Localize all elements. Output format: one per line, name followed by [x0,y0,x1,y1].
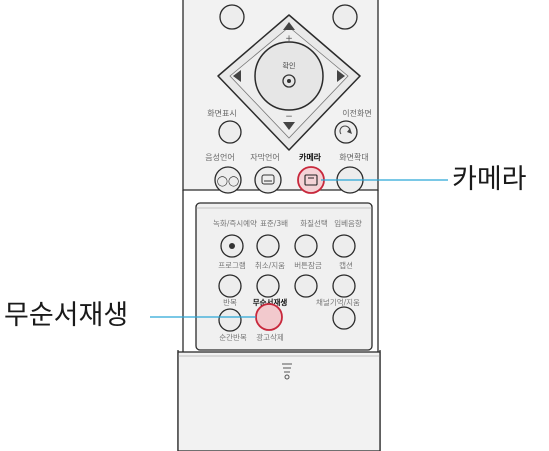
subtitle-icon [261,174,275,185]
top-left-button[interactable] [219,4,245,30]
instant-repeat-label: 순간반복 [219,332,247,342]
repeat-button[interactable] [218,308,242,332]
prev-screen-button[interactable] [334,120,358,144]
ok-label: 확인 [283,61,296,70]
audio-language-label: 음성언어 [205,152,234,162]
dpad-down-arrow-icon[interactable] [283,122,295,130]
dpad-left-arrow-icon[interactable] [233,70,241,82]
screen-display-button[interactable] [218,120,242,144]
dpad-right-arrow-icon[interactable] [337,70,345,82]
channel-memory-label: 채널기억/지움 [316,297,360,307]
prev-screen-label: 이전화면 [342,108,371,118]
cancel-delete-label: 취소/지움 [255,261,285,270]
repeat-label: 반복 [223,298,237,307]
volume-plus-label: + [285,34,293,44]
version-check-button[interactable] [294,274,318,298]
slide-cover[interactable] [177,351,381,451]
dpad-up-arrow-icon[interactable] [283,22,295,30]
record-reserve-label: 녹화/즉시예약 [213,218,257,228]
screen-zoom-label: 화면확대 [339,152,368,162]
ad-skip-label: 광고삭제 [256,332,284,342]
top-right-button[interactable] [332,4,358,30]
seamless-play-button[interactable] [255,303,283,331]
camera-button[interactable] [297,166,325,194]
dpad: + − 확인 [217,14,361,151]
standard-3d-button[interactable] [256,234,280,258]
volume-minus-label: − [285,112,293,122]
program-label: 프로그램 [218,260,246,270]
subtitle-language-button[interactable] [254,166,282,194]
camera-label: 카메라 [299,152,322,162]
camera-icon [304,174,318,186]
seamless-play-callout-label: 무순서재생 [4,300,129,331]
ok-button[interactable] [254,41,324,111]
seamless-play-label: 무순서재생 [253,297,288,307]
audio-language-button[interactable] [214,166,242,194]
temp-record-button[interactable] [332,234,356,258]
record-dot-icon [229,243,235,249]
version-check-label: 버튼잠금 [294,260,322,270]
quality-select-button[interactable] [294,234,318,258]
standard-3d-label: 표준/3배 [260,219,288,228]
channel-memory-button[interactable] [332,306,356,330]
quality-select-label: 화질선택 [300,218,328,228]
cancel-delete-button[interactable] [256,274,280,298]
subtitle-language-label: 자막언어 [250,152,279,162]
grip-icon [282,363,292,380]
caption-button[interactable] [332,274,356,298]
caption-label: 캡션 [339,260,353,270]
ok-ring-icon [282,74,296,88]
temp-record-label: 임베음향 [334,219,362,228]
program-button[interactable] [218,274,242,298]
camera-callout-label: 카메라 [452,164,527,195]
audio-circles-icon: ◯◯ [217,176,239,187]
screen-display-label: 화면표시 [207,108,236,118]
